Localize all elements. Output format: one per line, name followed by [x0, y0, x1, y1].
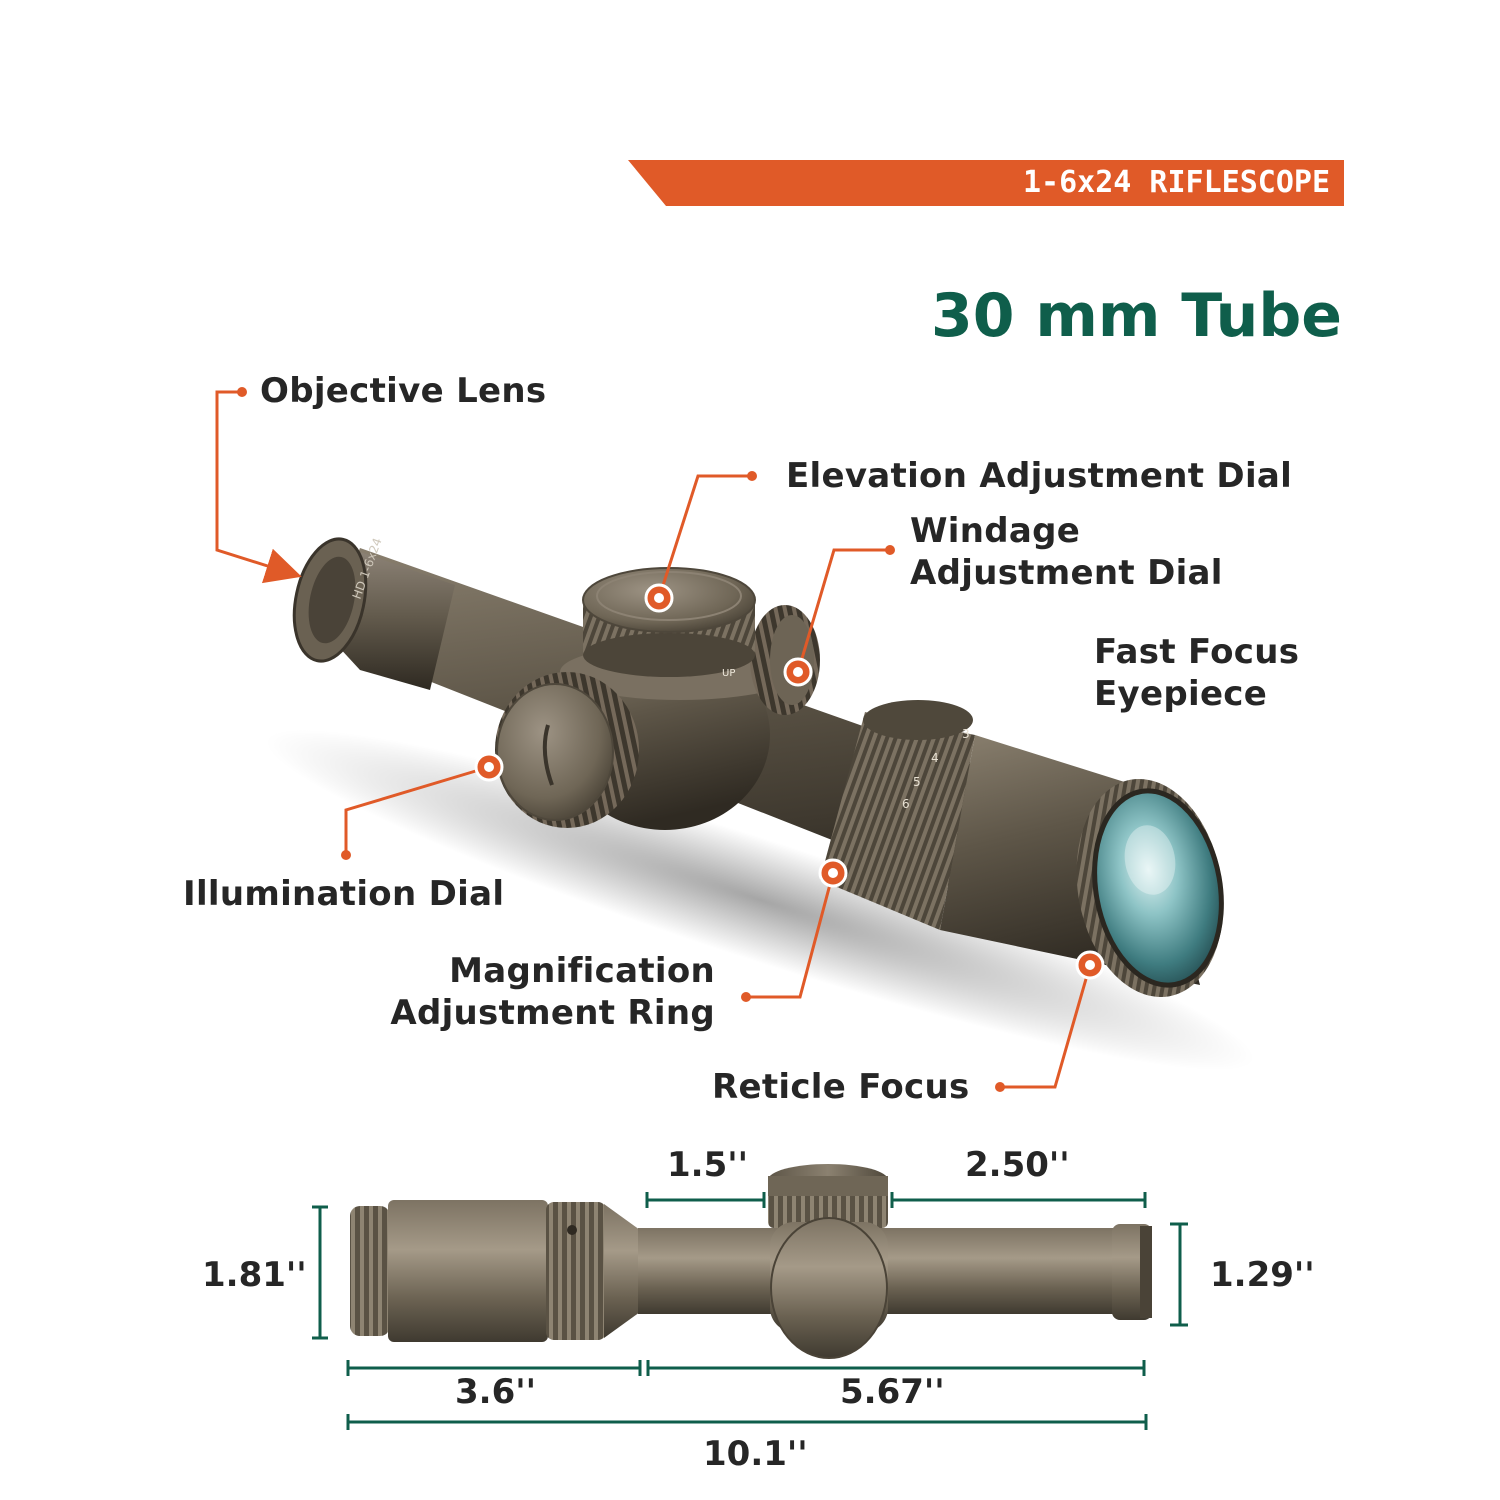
windage-label-line2: Adjustment Dial	[910, 553, 1223, 593]
fast-focus-label-line2: Eyepiece	[1094, 674, 1268, 714]
reticle-focus-label: Reticle Focus	[712, 1067, 970, 1107]
objective-lens-leader	[215, 390, 302, 584]
dim-label-2-50: 2.50''	[965, 1145, 1070, 1185]
dim-label-3-6: 3.6''	[455, 1372, 537, 1412]
magnification-label-line2: Adjustment Ring	[390, 993, 715, 1033]
dimension-lines	[312, 1192, 1188, 1430]
up-marking: UP	[722, 668, 735, 679]
magnification-label-line1: Magnification	[449, 951, 715, 991]
dim-line-5-67	[646, 1360, 1146, 1376]
banner-shape	[628, 160, 1344, 206]
fast-focus-label-line1: Fast Focus	[1094, 632, 1300, 672]
mag-number-6: 6	[902, 797, 910, 811]
windage-dial-leader	[796, 548, 890, 673]
illumination-dial-leader	[344, 765, 490, 855]
magnification-ring-leader	[746, 872, 835, 999]
reticle-focus-leader	[1000, 964, 1092, 1089]
dim-line-1-29	[1170, 1222, 1188, 1327]
mag-number-4: 4	[931, 751, 939, 765]
mag-number-5: 5	[913, 775, 921, 789]
dim-label-1-5: 1.5''	[667, 1145, 749, 1185]
dim-label-10-1: 10.1''	[703, 1434, 808, 1474]
elevation-dial-label: Elevation Adjustment Dial	[786, 456, 1293, 496]
dim-line-10-1	[346, 1414, 1148, 1430]
scope-perspective-illustration: HD 1-6x24 UP 6 5 4 3	[265, 536, 1255, 1071]
callout-lines	[215, 387, 1105, 1092]
callout-targets	[474, 583, 1105, 980]
dim-line-1-5	[645, 1192, 766, 1208]
dim-line-1-81	[312, 1205, 328, 1340]
illumination-dial-label: Illumination Dial	[183, 874, 505, 914]
elevation-dial-leader	[657, 474, 752, 599]
objective-lens-label: Objective Lens	[260, 371, 547, 411]
dim-line-2-50	[890, 1192, 1147, 1208]
scope-side-view	[350, 1164, 1152, 1359]
windage-label-line1: Windage	[910, 511, 1081, 551]
banner-text: 1-6x24 RIFLESCOPE	[1022, 165, 1330, 200]
dim-label-5-67: 5.67''	[840, 1372, 945, 1412]
mag-number-3: 3	[962, 727, 970, 741]
dim-label-1-81: 1.81''	[202, 1255, 307, 1295]
dim-line-3-6	[346, 1360, 642, 1376]
tube-size-title: 30 mm Tube	[930, 281, 1342, 351]
dim-label-1-29: 1.29''	[1210, 1255, 1315, 1295]
